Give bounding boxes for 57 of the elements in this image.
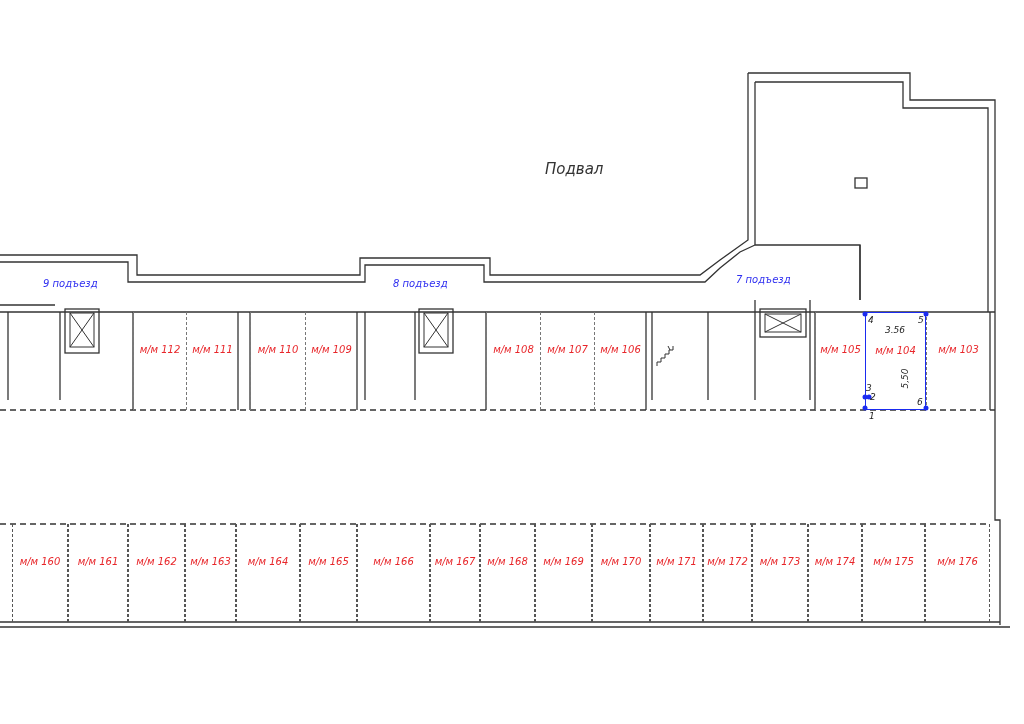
parking-space <box>808 524 862 622</box>
space-number: м/м 103 <box>938 344 979 355</box>
space-number: м/м 105 <box>820 344 861 355</box>
parking-space <box>650 524 703 622</box>
space-number: м/м 111 <box>192 344 233 355</box>
vertex-number: 1 <box>869 412 875 421</box>
parking-space <box>68 524 128 622</box>
space-number: м/м 168 <box>487 556 528 567</box>
room-name: Подвал <box>545 162 604 177</box>
space-number: м/м 110 <box>257 344 299 355</box>
parking-space <box>236 524 300 622</box>
space-number: м/м 167 <box>434 556 476 567</box>
space-number: м/м 161 <box>77 556 119 567</box>
space-number: м/м 164 <box>247 556 289 567</box>
parking-space <box>535 524 592 622</box>
parking-space <box>480 524 535 622</box>
space-number: м/м 109 <box>311 344 352 355</box>
vertex-number: 3 <box>866 384 872 393</box>
space-number: м/м 160 <box>19 556 61 567</box>
entrance-label: 7 подъезд <box>736 275 791 285</box>
parking-space <box>752 524 808 622</box>
parking-space <box>862 524 925 622</box>
space-number: м/м 163 <box>190 556 231 567</box>
space-number: м/м 107 <box>547 344 588 355</box>
parking-space <box>430 524 480 622</box>
vertex-number: 4 <box>868 316 874 325</box>
parking-space <box>592 524 650 622</box>
space-number: м/м 174 <box>814 556 856 567</box>
entrance-label: 9 подъезд <box>43 279 98 289</box>
parking-space <box>865 312 926 410</box>
dimension: 5,50 <box>900 368 910 389</box>
parking-space <box>300 524 357 622</box>
parking-space <box>703 524 752 622</box>
dimension: 3.56 <box>885 326 906 335</box>
vertex-number: 5 <box>918 316 924 325</box>
space-number: м/м 169 <box>543 556 584 567</box>
space-number: м/м 173 <box>759 556 801 567</box>
vertex-number: 2 <box>870 393 876 402</box>
space-number: м/м 170 <box>600 556 642 567</box>
space-number: м/м 171 <box>656 556 697 567</box>
space-number: м/м 172 <box>707 556 748 567</box>
parking-space <box>925 524 990 622</box>
space-number: м/м 108 <box>493 344 534 355</box>
entrance-label: 8 подъезд <box>393 279 448 289</box>
space-number: м/м 106 <box>600 344 641 355</box>
vertex-number: 6 <box>917 398 923 407</box>
space-number: м/м 166 <box>373 556 414 567</box>
space-number: м/м 162 <box>136 556 177 567</box>
parking-space <box>185 524 236 622</box>
parking-space <box>357 524 430 622</box>
space-number: м/м 176 <box>937 556 978 567</box>
space-number: м/м 165 <box>308 556 349 567</box>
parking-space <box>128 524 185 622</box>
parking-space <box>12 524 68 622</box>
space-number: м/м 104 <box>875 345 916 356</box>
space-number: м/м 112 <box>139 344 181 355</box>
space-number: м/м 175 <box>873 556 914 567</box>
